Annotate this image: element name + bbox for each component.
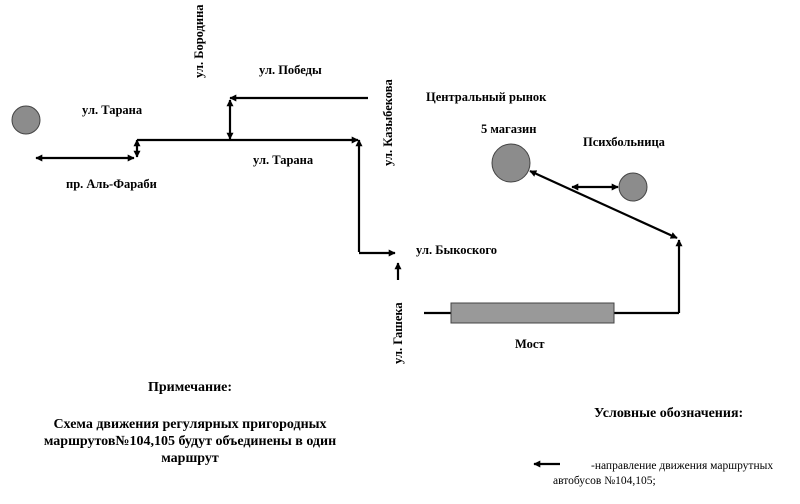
street-al-farabi: пр. Аль-Фараби (66, 177, 157, 191)
note-title: Примечание: (148, 380, 233, 395)
label-psych-hospital: Психбольница (583, 135, 665, 149)
route-diagonal (529, 169, 678, 240)
note-text: Схема движения регулярных пригородных ма… (43, 417, 337, 466)
street-borodina: ул. Бородина (192, 4, 206, 78)
label-central-market: Центральный рынок (426, 90, 547, 104)
label-bridge: Мост (515, 337, 545, 351)
street-pobedy: ул. Победы (259, 63, 322, 77)
psych-hospital-circle (618, 172, 648, 202)
legend-line-1: -направление движения маршрутных (591, 460, 774, 472)
street-gasheka: ул. Гашека (391, 302, 405, 364)
street-tarana-right: ул. Тарана (253, 153, 314, 167)
start-stop-circle (11, 105, 41, 135)
legend-text: -направление движения маршрутных автобус… (553, 459, 798, 489)
bridge-rect (450, 302, 615, 324)
five-shops-circle (491, 143, 531, 183)
street-tarana-left: ул. Тарана (82, 103, 143, 117)
label-five-shops: 5 магазин (481, 122, 537, 136)
street-bykovskogo: ул. Быкоского (416, 243, 497, 257)
legend-title: Условные обозначения: (594, 406, 744, 421)
legend-line-2: автобусов №104,105; (553, 475, 656, 487)
street-kazybekova: ул. Казыбекова (381, 79, 395, 166)
